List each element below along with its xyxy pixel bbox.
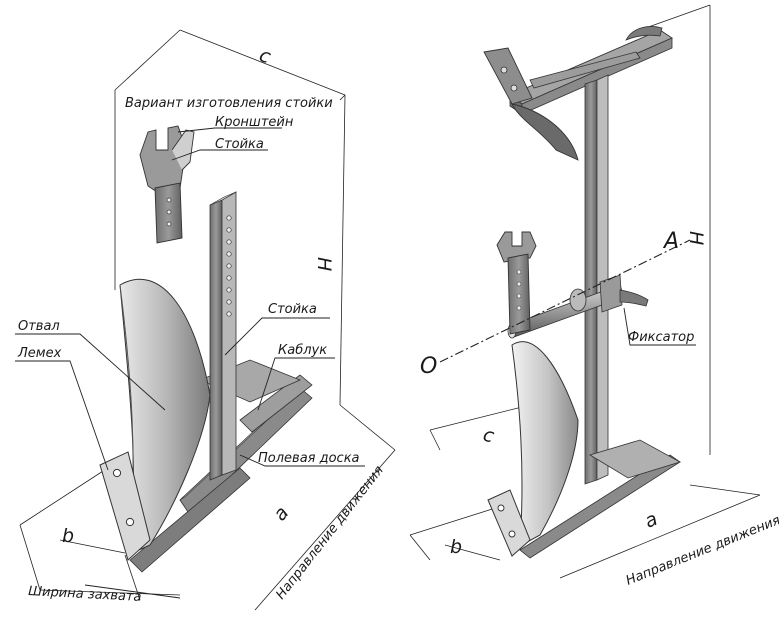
- dim-a-right: a: [642, 508, 661, 533]
- bracket-fork-right: [171, 129, 195, 171]
- axle-collar: [569, 288, 587, 312]
- label-direction-left: Направление движения: [273, 463, 387, 602]
- dim-a-left: a: [269, 502, 293, 525]
- rod-bracket-hole-1: [516, 269, 522, 275]
- label-moldboard: Отвал: [18, 319, 60, 334]
- post-side: [221, 191, 237, 476]
- right-assembly: Фиксатор Направление движения A O H c a …: [409, 4, 779, 589]
- rod-bracket-hole-3: [516, 293, 522, 299]
- dim-h-right: H: [685, 231, 707, 245]
- rod-bracket-hole-4: [516, 305, 522, 311]
- bracket-hole-3: [166, 221, 172, 227]
- main-post-side: [596, 74, 609, 481]
- axis-o: O: [420, 354, 437, 379]
- dim-c-right: c: [481, 424, 497, 448]
- share-right-bolt-1: [497, 504, 505, 512]
- post-holes: [226, 215, 232, 317]
- label-latch: Фиксатор: [628, 330, 694, 345]
- moldboard: [119, 278, 211, 556]
- mount-hole-1: [500, 66, 508, 74]
- label-variant: Вариант изготовления стойки: [125, 96, 333, 111]
- bracket-variant: [139, 125, 195, 244]
- left-dimension-lines: [19, 29, 396, 611]
- label-post-inset: Стойка: [215, 137, 264, 152]
- label-post: Стойка: [268, 302, 317, 317]
- brace: [529, 51, 641, 89]
- label-bracket: Кронштейн: [215, 115, 294, 130]
- left-leader-lines: [15, 127, 365, 599]
- runner: [129, 467, 251, 573]
- post-hole: [226, 311, 232, 317]
- hitch-cap: [625, 26, 663, 41]
- right-dimension-lines: [409, 4, 761, 579]
- share-bolt-1: [112, 468, 122, 478]
- bracket-hole-1: [166, 197, 172, 203]
- post-hole: [226, 239, 232, 245]
- share-bolt-2: [125, 517, 135, 527]
- post-hole: [226, 287, 232, 293]
- dim-b-left: b: [62, 525, 74, 547]
- label-width: Ширина захвата: [28, 584, 142, 605]
- heel: [239, 374, 313, 433]
- label-share: Лемех: [17, 346, 62, 361]
- lower-cross: [589, 439, 682, 479]
- label-heel: Каблук: [278, 343, 327, 358]
- bracket-hole-2: [166, 209, 172, 215]
- mount-hole-2: [510, 84, 518, 92]
- label-field-board: Полевая доска: [258, 451, 360, 466]
- post-hole: [226, 299, 232, 305]
- post-hole: [226, 251, 232, 257]
- hitch-blade: [511, 103, 579, 161]
- left-assembly: Вариант изготовления стойки Кронштейн Ст…: [15, 29, 396, 611]
- dim-c-left: c: [256, 44, 274, 68]
- share-right-bolt-2: [508, 530, 516, 538]
- dim-b-right: b: [450, 536, 462, 558]
- mount-plate: [483, 47, 533, 105]
- post-hole: [226, 275, 232, 281]
- dim-h-left: H: [313, 257, 335, 271]
- axis-line: [439, 239, 691, 363]
- post-hole: [226, 263, 232, 269]
- post-front: [209, 199, 223, 481]
- axis-a: A: [662, 229, 679, 254]
- latch-block: [599, 274, 623, 313]
- main-post-front: [584, 79, 598, 485]
- rod-bracket-hole-2: [516, 281, 522, 287]
- post-hole: [226, 227, 232, 233]
- latch-handle: [619, 289, 649, 307]
- share: [99, 451, 151, 561]
- post-hole: [226, 215, 232, 221]
- latch-leader: [623, 307, 696, 346]
- moldboard-right: [511, 341, 579, 547]
- post-top: [209, 191, 237, 206]
